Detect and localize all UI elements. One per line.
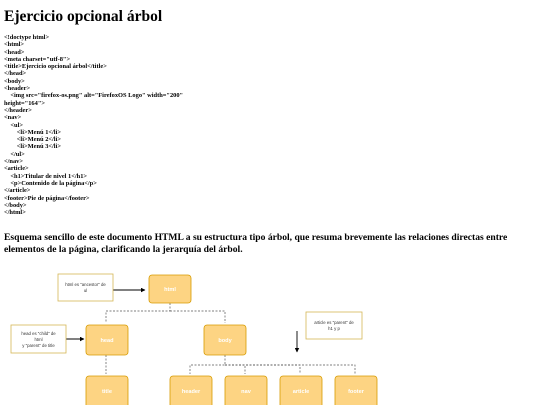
svg-text:article: article xyxy=(293,389,309,395)
note-ancestor-text: html es "ancestor" de xyxy=(65,282,106,287)
svg-text:footer: footer xyxy=(348,389,365,395)
note-child-text: y "parent" de title xyxy=(22,343,55,348)
node-title: title xyxy=(85,375,129,405)
code-line: </html> xyxy=(4,209,26,217)
svg-text:html: html xyxy=(164,287,176,293)
code-line: </head> xyxy=(4,70,27,78)
note-ancestor-text: ul xyxy=(84,288,87,293)
code-line: <li>Menú 1</li> xyxy=(4,128,61,136)
code-line: <head> xyxy=(4,48,25,56)
note-child: head es "child" de html y "parent" de ti… xyxy=(10,324,67,354)
note-ancestor: html es "ancestor" de ul xyxy=(57,273,114,302)
code-line: </header> xyxy=(4,106,32,114)
code-line: <h1>Titular de nivel 1</h1> xyxy=(4,172,88,180)
code-line: <p>Contenido de la página</p> xyxy=(4,179,97,187)
code-line: <html> xyxy=(4,41,25,49)
code-line: <ul> xyxy=(4,121,24,129)
node-footer: footer xyxy=(334,375,378,405)
diagram-description: Esquema sencillo de este documento HTML … xyxy=(4,232,508,255)
code-line: </ul> xyxy=(4,150,25,158)
node-header: header xyxy=(169,375,213,405)
code-line: <header> xyxy=(4,85,31,93)
code-line: </nav> xyxy=(4,158,24,166)
code-line: <li>Menú 3</li> xyxy=(4,143,61,151)
node-head: head xyxy=(85,324,129,356)
code-line: <footer>Pie de página</footer> xyxy=(4,194,90,202)
node-html: html xyxy=(148,274,192,304)
svg-text:title: title xyxy=(102,389,112,395)
note-child-text: html xyxy=(34,337,42,342)
code-line: <li>Menú 2</li> xyxy=(4,136,61,144)
code-line: height="164"> xyxy=(4,99,46,107)
code-line: <!doctype html> xyxy=(4,34,50,41)
code-line: <article> xyxy=(4,165,29,173)
note-parent-text: h1 y p xyxy=(328,326,340,331)
code-line: <title>Ejercicio opcional árbol</title> xyxy=(4,63,107,71)
node-nav: nav xyxy=(224,375,268,405)
svg-text:header: header xyxy=(182,389,201,395)
code-line: </body> xyxy=(4,201,27,209)
code-line: <body> xyxy=(4,77,25,85)
code-line: <img src="firefox-os.png" alt="FirefoxOS… xyxy=(4,92,184,100)
svg-text:body: body xyxy=(218,338,232,344)
note-parent: article es "parent" de h1 y p xyxy=(305,311,363,340)
node-body: body xyxy=(203,324,247,356)
code-line: <meta charset="utf-8"> xyxy=(4,55,71,63)
svg-text:head: head xyxy=(100,338,114,344)
note-child-text: head es "child" de xyxy=(21,331,56,336)
page-title: Ejercicio opcional árbol xyxy=(4,8,163,25)
tree-connectors xyxy=(105,303,356,374)
svg-text:nav: nav xyxy=(241,389,252,395)
note-parent-text: article es "parent" de xyxy=(314,320,354,325)
code-line: </article> xyxy=(4,187,31,195)
code-line: <nav> xyxy=(4,114,22,122)
html-code-listing: <!doctype html> <html> <head> <meta char… xyxy=(4,34,183,216)
node-article: article xyxy=(279,375,323,405)
